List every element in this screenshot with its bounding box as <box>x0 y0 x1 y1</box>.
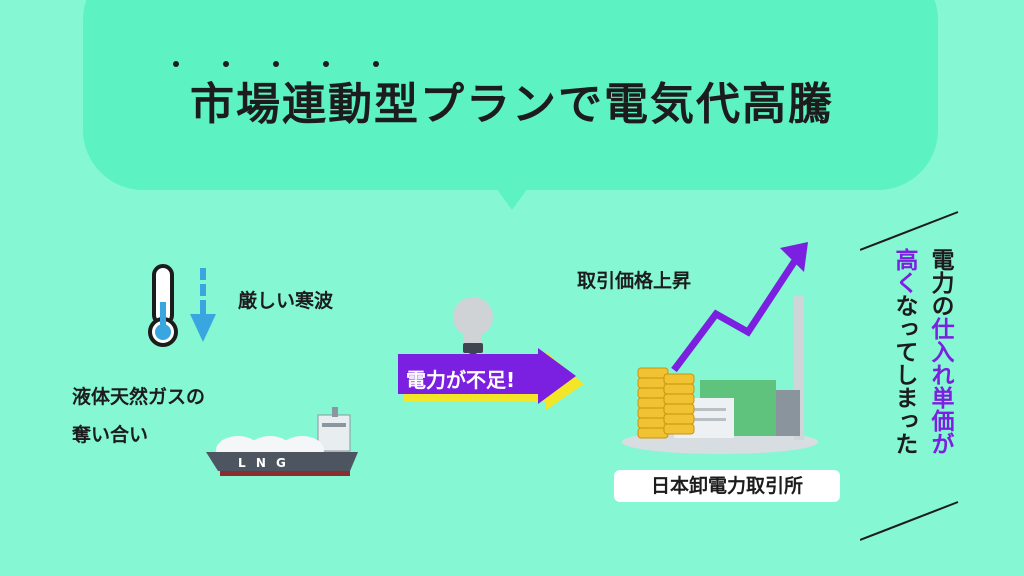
title-bubble <box>83 0 938 190</box>
page-title: 市場連動型プランで電気代高騰 <box>190 79 834 130</box>
vertical-line-1-pre: 電力の <box>927 248 953 317</box>
vertical-message: 電力の仕入れ単価が高くなってしまった <box>886 248 958 455</box>
shortage-label: 電力が不足! <box>406 368 516 392</box>
power-plant-icon <box>622 296 818 454</box>
emphasis-dot <box>323 61 329 67</box>
lng-ship-icon <box>206 407 358 476</box>
shortage-arrow <box>398 348 584 410</box>
exchange-label: 日本卸電力取引所 <box>614 470 840 502</box>
price-rise-label: 取引価格上昇 <box>577 270 692 292</box>
emphasis-dot <box>373 61 379 67</box>
cold-wave-label: 厳しい寒波 <box>238 290 334 312</box>
lng-label-line2: 奪い合い <box>72 424 149 446</box>
vertical-line-1-highlight: 仕入れ単価が <box>927 317 953 455</box>
emphasis-dot <box>223 61 229 67</box>
bubble-tail <box>496 188 528 210</box>
emphasis-dot <box>173 61 179 67</box>
divider-line-bottom <box>860 501 959 541</box>
vertical-line-2-post: なってしまった <box>891 294 917 455</box>
vertical-line-2: 高くなってしまった <box>886 248 922 455</box>
vertical-line-1: 電力の仕入れ単価が <box>922 248 958 455</box>
thermometer-icon <box>148 264 216 347</box>
rising-trend-arrow <box>671 242 808 373</box>
vertical-line-2-highlight: 高く <box>891 248 917 294</box>
emphasis-dot <box>273 61 279 67</box>
divider-line-top <box>860 211 959 251</box>
ship-label: L N G <box>238 456 289 470</box>
lng-label-line1: 液体天然ガスの <box>72 386 206 408</box>
